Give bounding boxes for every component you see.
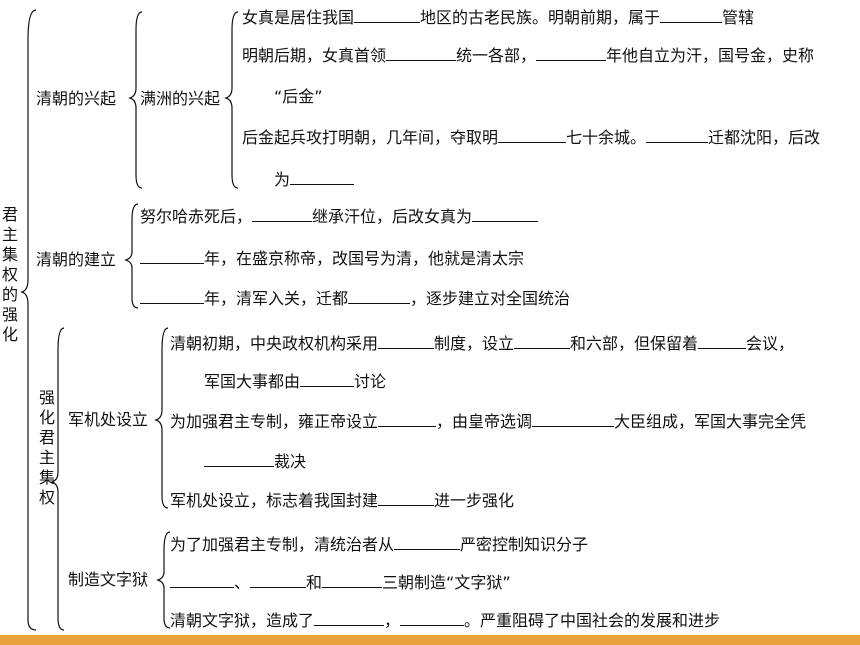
line-junjichu-3: 为加强君主专制，雍正帝设立，由皇帝选调大臣组成，军国大事完全凭	[170, 412, 807, 431]
line-junjichu-5: 军机处设立，标志着我国封建进一步强化	[170, 491, 515, 510]
branch-wenziyu: 制造文字狱	[68, 570, 149, 589]
line-junjichu-2: 军国大事都由讨论	[204, 372, 387, 391]
bottom-accent-bar	[0, 635, 860, 645]
branch-strengthen: 强化君主集权	[38, 388, 55, 507]
line-wenziyu-2: 、和三朝制造“文字狱”	[170, 573, 511, 593]
line-junjichu-4: 裁决	[204, 452, 306, 472]
line-rise-5: 为	[274, 170, 355, 190]
line-wenziyu-3: 清朝文字狱，造成了，。严重阻碍了中国社会的发展和进步	[170, 611, 721, 630]
branch-manchu: 满洲的兴起	[140, 89, 221, 108]
line-establish-3: 年，清军入关，迁都，逐步建立对全国统治	[140, 289, 570, 309]
root-label: 君主集权的强化	[1, 205, 18, 344]
line-rise-4: 后金起兵攻打明朝，几年间，夺取明七十余城。迁都沈阳，后改	[242, 128, 821, 147]
branch-rise: 清朝的兴起	[36, 89, 117, 108]
branch-establish: 清朝的建立	[36, 250, 117, 269]
line-rise-2: 明朝后期，女真首领统一各部，年他自立为汗，国号金，史称	[242, 46, 815, 65]
line-establish-1: 努尔哈赤死后，继承汗位，后改女真为	[140, 207, 539, 227]
line-establish-2: 年，在盛京称帝，改国号为清，他就是清太宗	[140, 249, 524, 269]
line-junjichu-1: 清朝初期，中央政权机构采用制度，设立和六部，但保留着会议，	[170, 334, 795, 353]
line-wenziyu-1: 为了加强君主专制，清统治者从严密控制知识分子	[170, 535, 589, 554]
branch-junjichu: 军机处设立	[68, 410, 149, 429]
line-rise-1: 女真是居住我国地区的古老民族。明朝前期，属于管辖	[242, 8, 755, 27]
line-rise-3: “后金”	[274, 87, 323, 106]
